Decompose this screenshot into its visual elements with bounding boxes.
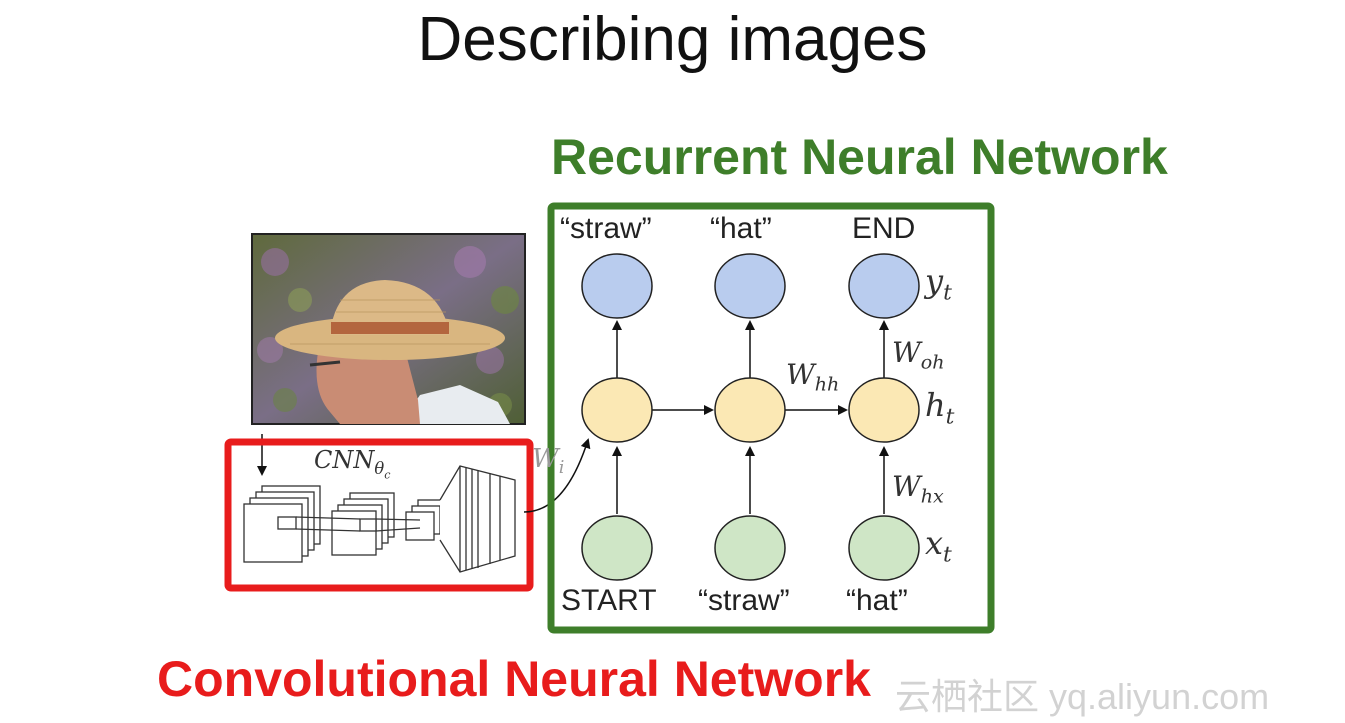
y-t-symbol: yt: [925, 262, 952, 306]
w-hh-symbol: Whh: [786, 358, 840, 396]
output-node-1: [581, 253, 653, 319]
rnn-vertical-arrows: [612, 320, 889, 514]
output-label-1: “straw”: [560, 212, 652, 245]
slide-title: Describing images: [417, 5, 928, 74]
rnn-heading: Recurrent Neural Network: [551, 129, 1168, 185]
rnn-frame: [547, 202, 995, 634]
cnn-to-rnn-arrow: [523, 438, 591, 513]
input-node-3: [848, 515, 920, 581]
hidden-node-1: [581, 377, 653, 443]
input-label-3: “hat”: [846, 584, 908, 617]
input-label-2: “straw”: [698, 584, 790, 617]
cnn-heading: Convolutional Neural Network: [157, 651, 871, 707]
w-hx-symbol: Whx: [892, 470, 944, 508]
cnn-symbol: CNNθc: [314, 446, 391, 482]
input-photo: [251, 233, 526, 425]
input-label-1: START: [561, 584, 657, 617]
hidden-node-3: [848, 377, 920, 443]
input-node-1: [581, 515, 653, 581]
w-oh-symbol: Woh: [892, 336, 945, 374]
output-label-3: END: [852, 212, 916, 245]
h-t-symbol: ht: [925, 386, 955, 430]
output-node-3: [848, 253, 920, 319]
hidden-node-2: [714, 377, 786, 443]
output-node-2: [714, 253, 786, 319]
cnn-frame: [224, 438, 534, 592]
input-node-2: [714, 515, 786, 581]
x-t-symbol: xt: [925, 524, 952, 568]
output-label-2: “hat”: [710, 212, 772, 245]
w-ih-partial-symbol: Wi: [532, 444, 565, 479]
watermark: 云栖社区 yq.aliyun.com: [895, 676, 1270, 717]
cnn-layers: [243, 465, 516, 573]
